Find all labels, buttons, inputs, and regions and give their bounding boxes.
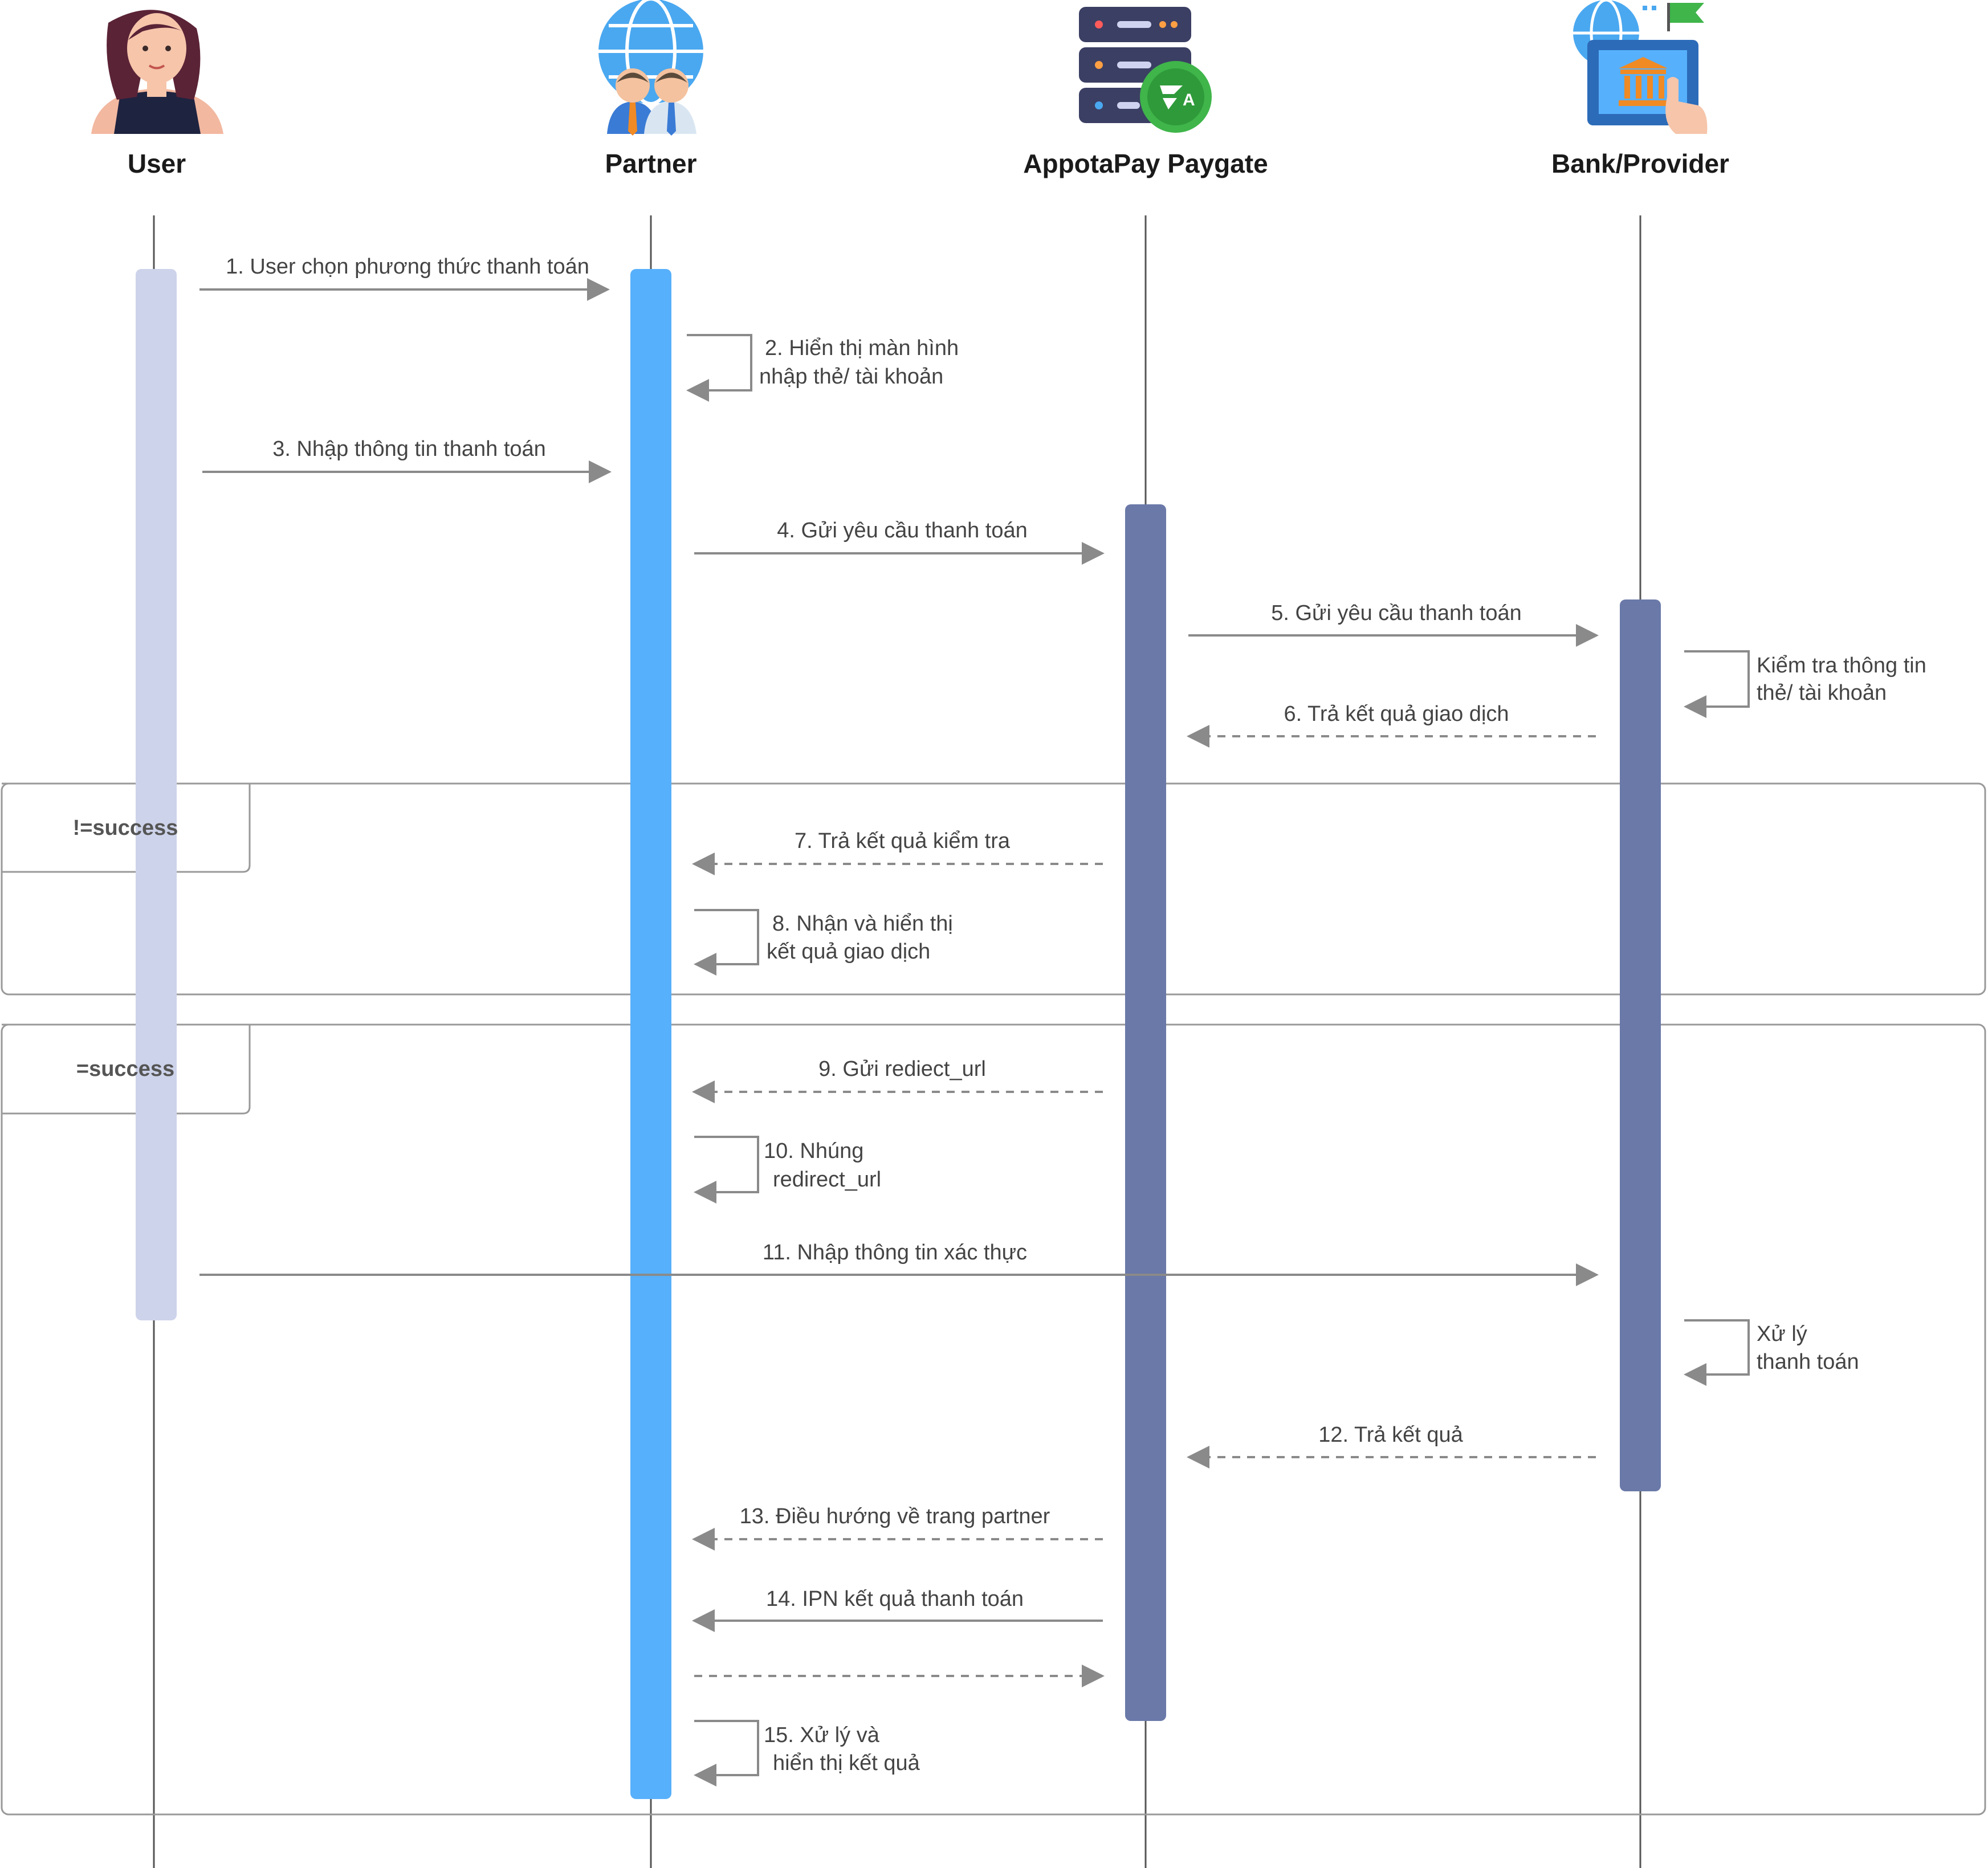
participant-label-partner: Partner <box>605 149 696 178</box>
message-label-12: 12. Trả kết quả <box>1318 1423 1463 1447</box>
participant-label-paygate: AppotaPay Paygate <box>1023 149 1268 178</box>
message-label-15b: hiển thị kết quả <box>773 1751 920 1775</box>
message-label-13: 13. Điều hướng về trang partner <box>740 1504 1050 1528</box>
message-label-4: 4. Gửi yêu cầu thanh toán <box>777 519 1028 543</box>
fragment-label-fail: !=success <box>73 816 178 840</box>
woman-avatar-icon <box>91 10 223 134</box>
participant-label-bank: Bank/Provider <box>1551 149 1729 178</box>
message-label-2a: 2. Hiển thị màn hình <box>765 336 959 360</box>
activation-bank <box>1620 599 1661 1491</box>
message-label-8a: 8. Nhận và hiển thị <box>772 912 953 936</box>
activation-partner <box>630 269 671 1799</box>
message-label-9: 9. Gửi rediect_url <box>818 1057 986 1081</box>
self-arrow-8 <box>694 909 759 976</box>
self-arrow-check <box>1684 650 1750 718</box>
self-arrow-15 <box>694 1720 759 1787</box>
message-label-10a: 10. Nhúng <box>764 1139 863 1163</box>
server-logo-icon: A <box>1079 7 1212 133</box>
svg-text:A: A <box>1183 91 1195 109</box>
message-label-1: 1. User chọn phương thức thanh toán <box>226 255 589 279</box>
self-arrow-10 <box>694 1136 759 1204</box>
message-label-8b: kết quả giao dịch <box>767 940 930 964</box>
message-label-process-a: Xử lý <box>1757 1322 1807 1346</box>
fragment-success <box>1 1023 1986 1816</box>
message-label-process-b: thanh toán <box>1757 1350 1859 1374</box>
activation-user <box>136 269 177 1320</box>
message-label-6: 6. Trả kết quả giao dịch <box>1284 702 1509 726</box>
globe-people-icon <box>598 0 703 136</box>
message-label-14: 14. IPN kết quả thanh toán <box>766 1587 1024 1611</box>
fragment-fail <box>1 782 1986 996</box>
message-label-10b: redirect_url <box>773 1168 881 1192</box>
message-label-2b: nhập thẻ/ tài khoản <box>759 365 943 389</box>
message-label-3: 3. Nhập thông tin thanh toán <box>272 437 546 461</box>
bank-screen-icon <box>1573 0 1708 134</box>
message-label-check-b: thẻ/ tài khoản <box>1757 681 1887 705</box>
message-label-7: 7. Trả kết quả kiểm tra <box>795 829 1011 853</box>
self-arrow-process <box>1684 1319 1750 1386</box>
message-label-check-a: Kiểm tra thông tin <box>1757 654 1926 678</box>
participant-label-user: User <box>128 149 186 178</box>
activation-paygate <box>1125 504 1166 1721</box>
message-label-5: 5. Gửi yêu cầu thanh toán <box>1271 601 1522 625</box>
fragment-label-success: =success <box>76 1057 174 1081</box>
message-label-15a: 15. Xử lý và <box>764 1723 880 1747</box>
message-label-11: 11. Nhập thông tin xác thực <box>763 1241 1027 1265</box>
self-arrow-2 <box>686 334 752 402</box>
